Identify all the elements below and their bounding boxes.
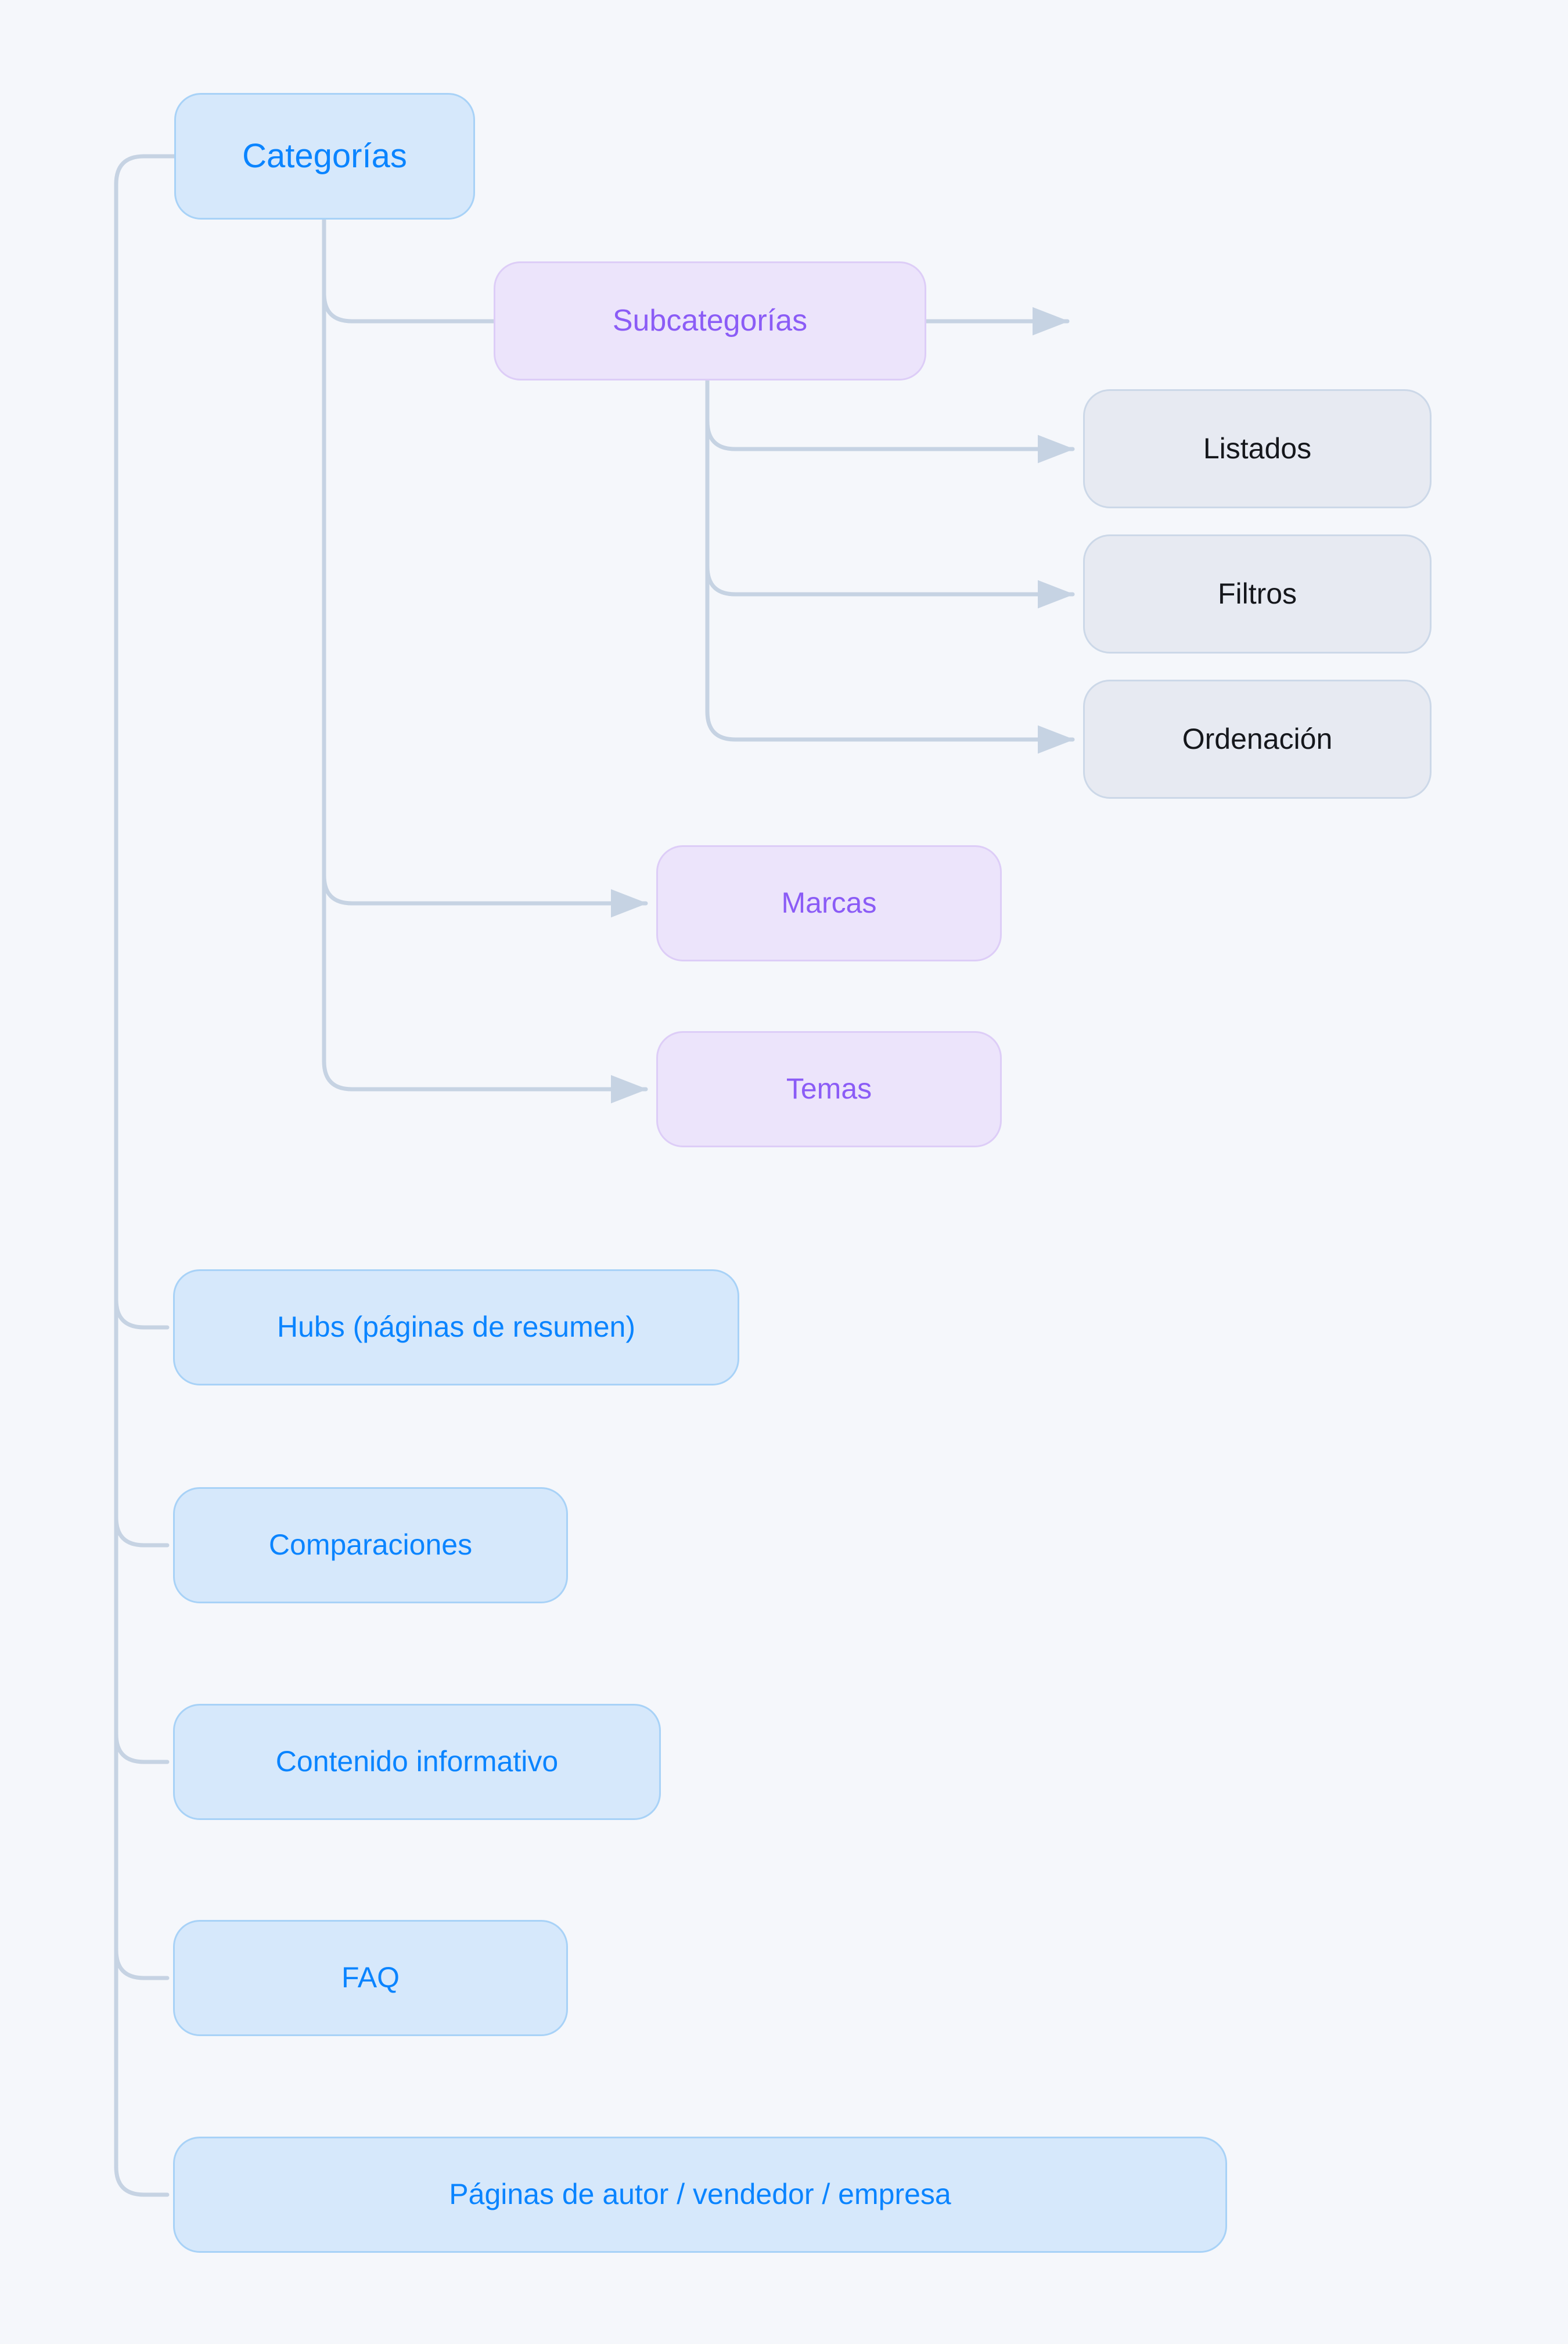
edge-categorias-faq (114, 1948, 170, 1980)
node-label: Páginas de autor / vendedor / empresa (449, 2178, 951, 2211)
node-hubs[interactable]: Hubs (páginas de resumen) (173, 1269, 739, 1385)
node-label: Ordenación (1182, 722, 1333, 755)
edge-categorias-paginas (114, 2164, 170, 2197)
edge-subcategorias-listados (705, 419, 1075, 464)
node-label: Filtros (1217, 577, 1297, 610)
node-comparaciones[interactable]: Comparaciones (173, 1487, 568, 1603)
node-label: Listados (1203, 432, 1312, 465)
node-filtros[interactable]: Filtros (1083, 534, 1432, 654)
edge-subcategorias-ordenacion (705, 709, 1075, 754)
edge-categorias-contenido (114, 1732, 170, 1764)
edge-categorias-marcas (322, 873, 648, 918)
node-faq[interactable]: FAQ (173, 1920, 568, 2036)
edge-subcategorias-filtros (705, 564, 1075, 609)
edge-categorias-comparaciones (114, 1515, 170, 1548)
node-label: Comparaciones (268, 1528, 473, 1562)
edge-spine-categorias (114, 154, 177, 2169)
node-label: Categorías (242, 137, 407, 175)
node-marcas[interactable]: Marcas (656, 845, 1002, 961)
node-paginas-autor-vendedor-empresa[interactable]: Páginas de autor / vendedor / empresa (173, 2137, 1227, 2253)
node-label: Temas (786, 1072, 872, 1105)
node-subcategorias[interactable]: Subcategorías (494, 261, 926, 381)
node-contenido-informativo[interactable]: Contenido informativo (173, 1704, 661, 1820)
node-temas[interactable]: Temas (656, 1031, 1002, 1147)
edge-categorias-hubs (114, 1297, 170, 1330)
node-listados[interactable]: Listados (1083, 389, 1432, 508)
node-label: Subcategorías (612, 303, 808, 338)
edge-categorias-temas (322, 1059, 648, 1104)
node-ordenacion[interactable]: Ordenación (1083, 680, 1432, 799)
node-label: Marcas (781, 886, 877, 920)
node-categorias[interactable]: Categorías (174, 93, 475, 220)
node-label: FAQ (341, 1961, 400, 1994)
node-label: Contenido informativo (275, 1745, 559, 1778)
node-label: Hubs (páginas de resumen) (277, 1311, 635, 1344)
